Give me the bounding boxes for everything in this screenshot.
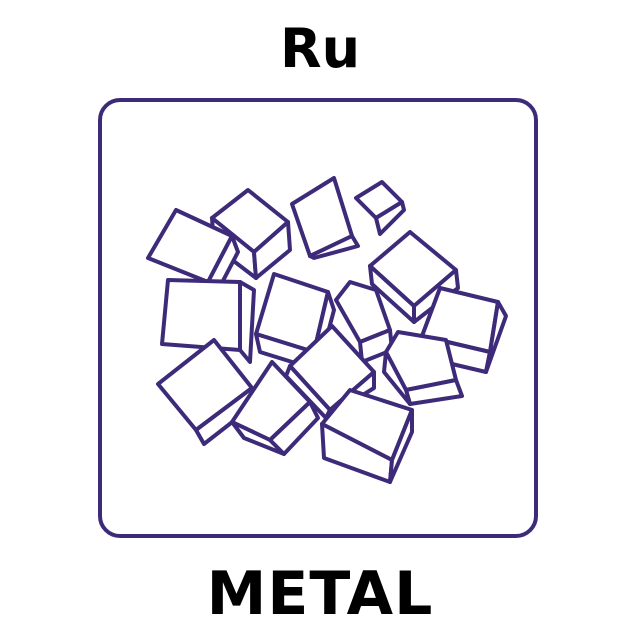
- cube-piece: [354, 180, 406, 236]
- cube-piece: [160, 278, 256, 364]
- cube-piece: [416, 286, 508, 374]
- illustration-frame: [98, 98, 538, 538]
- element-symbol: Ru: [279, 17, 361, 80]
- cube-piece: [382, 330, 464, 406]
- category-label: METAL: [206, 559, 434, 629]
- cube-piece: [320, 388, 414, 484]
- cube-piece: [334, 280, 394, 364]
- cube-piece: [290, 176, 360, 260]
